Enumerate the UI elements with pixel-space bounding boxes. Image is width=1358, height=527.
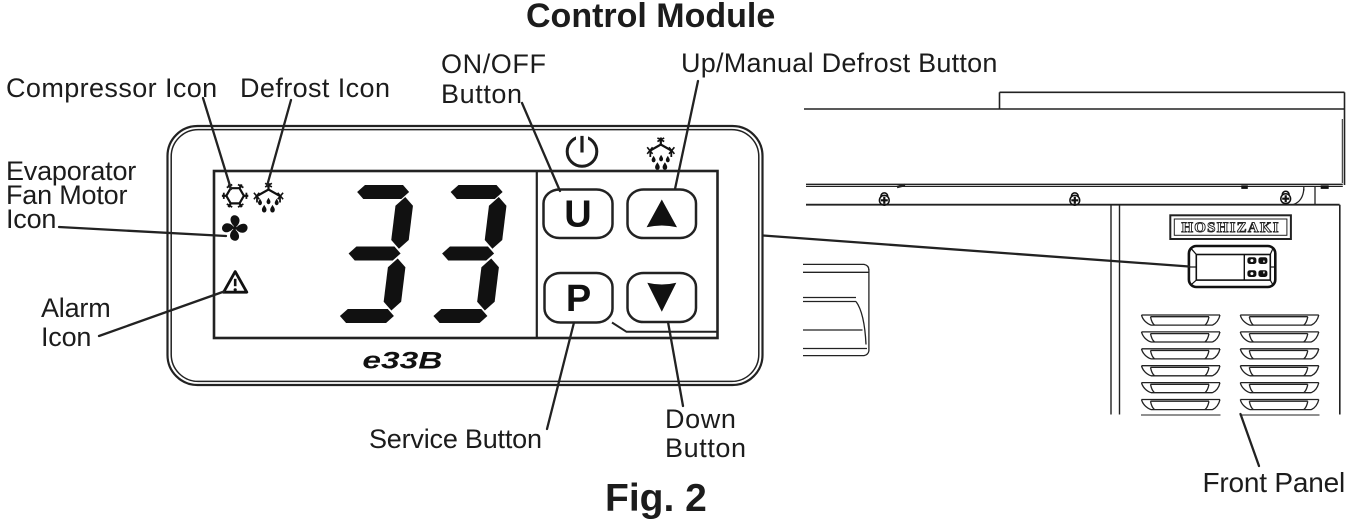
svg-text:HOSHIZAKI: HOSHIZAKI — [1181, 220, 1279, 236]
svg-text:P: P — [566, 278, 591, 320]
svg-text:e33B: e33B — [362, 348, 442, 375]
svg-text:U: U — [564, 194, 591, 236]
